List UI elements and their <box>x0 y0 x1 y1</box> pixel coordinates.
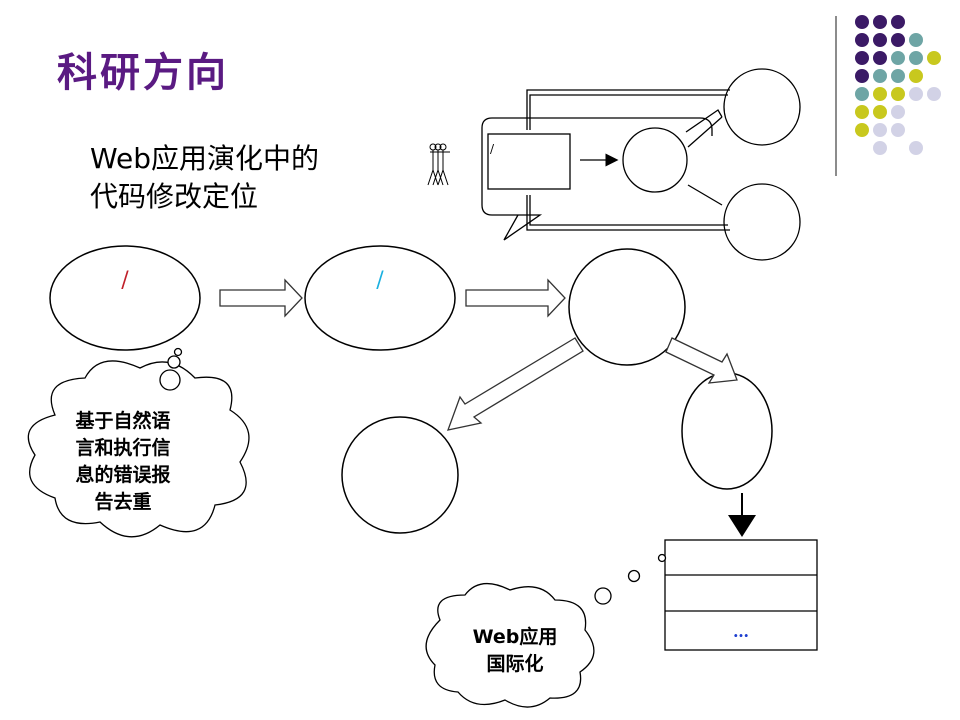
node-ellipse-2 <box>304 245 456 351</box>
decor-dot <box>855 105 869 119</box>
decor-dot <box>891 87 905 101</box>
decor-dot <box>873 69 887 83</box>
node-1-label-line-1: / <box>121 268 129 293</box>
decor-dot <box>855 51 869 65</box>
table-row-3: … <box>733 622 749 641</box>
subtitle-line-2: 代码修改定位 <box>90 180 259 213</box>
block-arrow-icon <box>219 278 566 318</box>
decor-dot <box>873 123 887 137</box>
decor-dot <box>891 15 905 29</box>
decor-dot <box>891 123 905 137</box>
decor-dot <box>927 51 941 65</box>
cloud-left-line-3: 息的错误报 <box>75 464 171 486</box>
slide-title: 科研方向 <box>57 50 229 96</box>
decor-dot <box>873 51 887 65</box>
decor-dot <box>855 87 869 101</box>
decor-dot <box>873 87 887 101</box>
decor-dot <box>855 15 869 29</box>
decor-dot <box>909 141 923 155</box>
decor-dot <box>873 33 887 47</box>
cloud-bottom-line-2: 国际化 <box>486 653 544 675</box>
stick-figure-icon <box>427 143 450 186</box>
decor-dot <box>891 51 905 65</box>
decor-dot <box>891 105 905 119</box>
cloud-bottom-text: Web应用 国际化 <box>450 624 580 678</box>
decor-dot <box>855 123 869 137</box>
node-circle-3 <box>568 248 686 366</box>
down-arrow-icon <box>728 493 756 537</box>
node-2-label-line-1: / <box>376 268 384 293</box>
decor-dot <box>909 51 923 65</box>
decor-dot <box>909 33 923 47</box>
decor-dot <box>891 69 905 83</box>
block-arrow-icon <box>665 337 738 384</box>
cloud-left-line-4: 告去重 <box>94 491 152 513</box>
subtitle-line-1: Web应用演化中的 <box>90 142 320 175</box>
node-circle-5 <box>341 416 459 534</box>
decor-dot <box>855 33 869 47</box>
node-circle-4 <box>681 372 773 490</box>
decor-dot <box>873 141 887 155</box>
cloud-bottom-line-1: Web应用 <box>472 626 558 648</box>
cloud-callout-left <box>27 347 250 538</box>
mini-box-line-1: / <box>490 142 495 156</box>
decor-dot <box>927 87 941 101</box>
mini-workflow <box>481 68 801 261</box>
result-table <box>664 539 818 651</box>
decor-dot <box>873 105 887 119</box>
block-arrow-icon <box>446 337 584 431</box>
decor-dot <box>891 33 905 47</box>
decor-dot <box>855 69 869 83</box>
subtitle: Web应用演化中的 代码修改定位 <box>90 140 319 216</box>
cloud-left-line-1: 基于自然语 <box>75 410 171 432</box>
decor-dot <box>909 87 923 101</box>
cloud-left-text: 基于自然语 言和执行信 息的错误报 告去重 <box>48 408 198 516</box>
decor-dot <box>873 15 887 29</box>
cloud-left-line-2: 言和执行信 <box>75 437 171 459</box>
node-ellipse-1 <box>49 245 201 351</box>
cloud-callout-bottom <box>425 553 667 708</box>
decor-dot <box>909 69 923 83</box>
